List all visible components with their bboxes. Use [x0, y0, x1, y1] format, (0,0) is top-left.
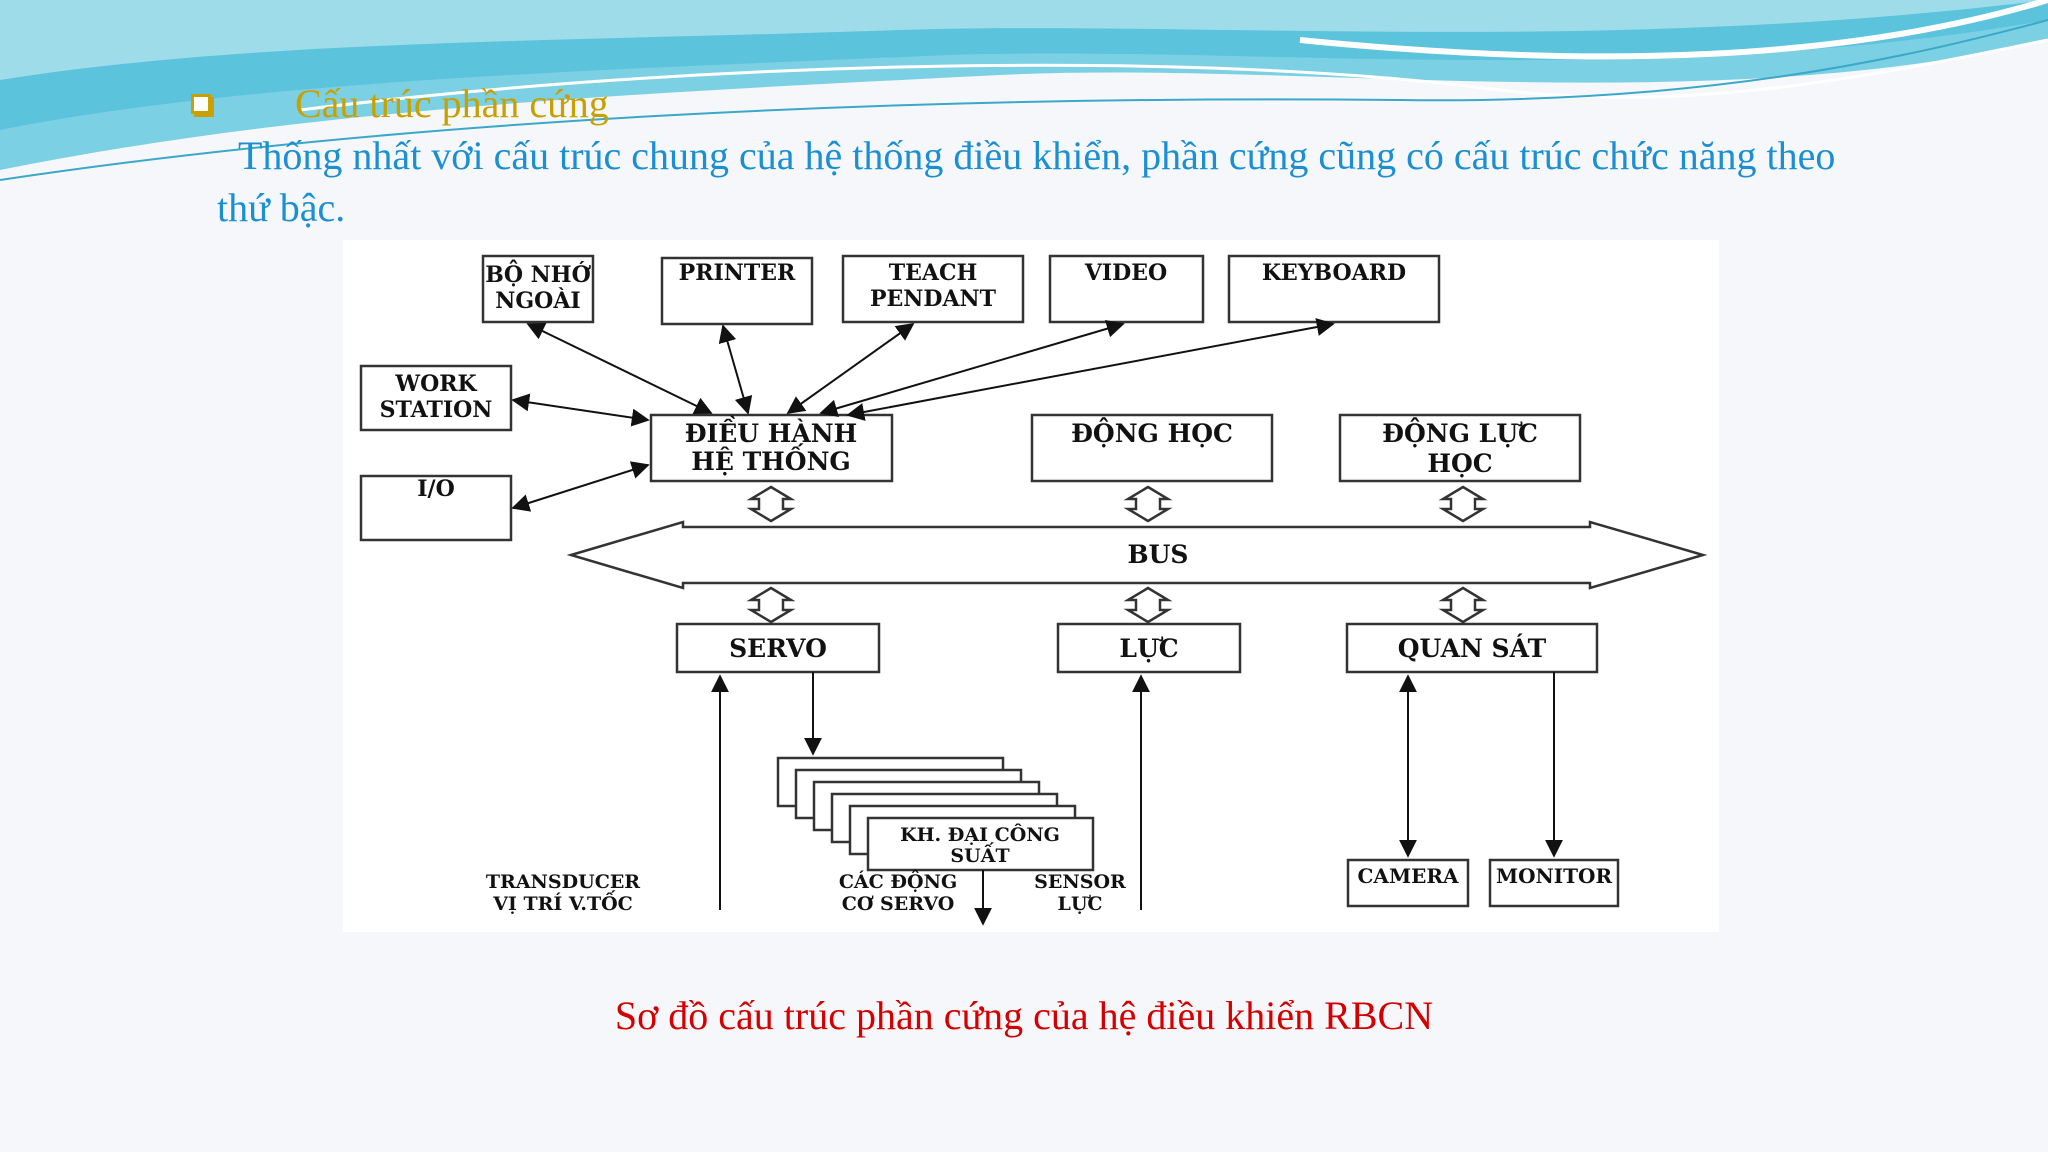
checkbox-bullet-icon	[191, 94, 211, 114]
label-servo: SERVO	[729, 634, 827, 663]
conn-keyboard	[846, 318, 1335, 421]
box-workstation	[359, 364, 513, 432]
label-io: I/O	[417, 476, 455, 502]
conn-teach	[786, 322, 915, 415]
conn-printer	[718, 324, 753, 415]
box-io	[359, 474, 513, 542]
header-wave-decoration	[0, 0, 2048, 181]
label-keyboard: KEYBOARD	[1262, 260, 1406, 286]
box-luc	[1056, 622, 1242, 674]
link-arrow-bus-quan-sat	[1438, 586, 1488, 624]
label-printer: PRINTER	[679, 260, 796, 286]
conn-bo-nho	[526, 322, 713, 415]
diagram-caption: Sơ đồ cấu trúc phần cứng của hệ điều khi…	[614, 993, 1434, 1038]
box-camera	[1346, 858, 1470, 908]
label-luc: LỰC	[1119, 634, 1178, 663]
bus-arrow	[566, 520, 1708, 590]
link-arrow-dong-luc-bus	[1438, 485, 1488, 523]
conn-io	[511, 461, 650, 512]
label-bus: BUS	[1128, 540, 1189, 569]
label-quan-sat: QUAN SÁT	[1398, 634, 1547, 663]
conn-workstation	[511, 393, 650, 427]
box-bo-nho-ngoai	[481, 254, 595, 324]
label-camera: CAMERA	[1358, 864, 1459, 888]
box-servo	[675, 622, 881, 674]
label-monitor: MONITOR	[1496, 864, 1613, 888]
link-arrow-bus-luc	[1123, 586, 1173, 624]
box-monitor	[1488, 858, 1620, 908]
label-video: VIDEO	[1084, 260, 1167, 286]
box-kh-dai-cong-suat	[866, 816, 1095, 872]
conn-video	[819, 319, 1125, 418]
label-dong-hoc: ĐỘNG HỌC	[1071, 418, 1233, 448]
link-arrow-dong-hoc-bus	[1123, 485, 1173, 523]
box-quan-sat	[1345, 622, 1599, 674]
link-arrow-dieu-hanh-bus	[746, 485, 796, 523]
intro-paragraph: Thống nhất với cấu trúc chung của hệ thố…	[217, 133, 1836, 230]
section-heading: Cấu trúc phần cứng	[295, 81, 609, 126]
box-printer	[660, 256, 814, 326]
box-dieu-hanh-he-thong	[649, 413, 894, 483]
box-dong-luc-hoc	[1338, 413, 1582, 483]
link-arrow-bus-servo	[746, 586, 796, 624]
